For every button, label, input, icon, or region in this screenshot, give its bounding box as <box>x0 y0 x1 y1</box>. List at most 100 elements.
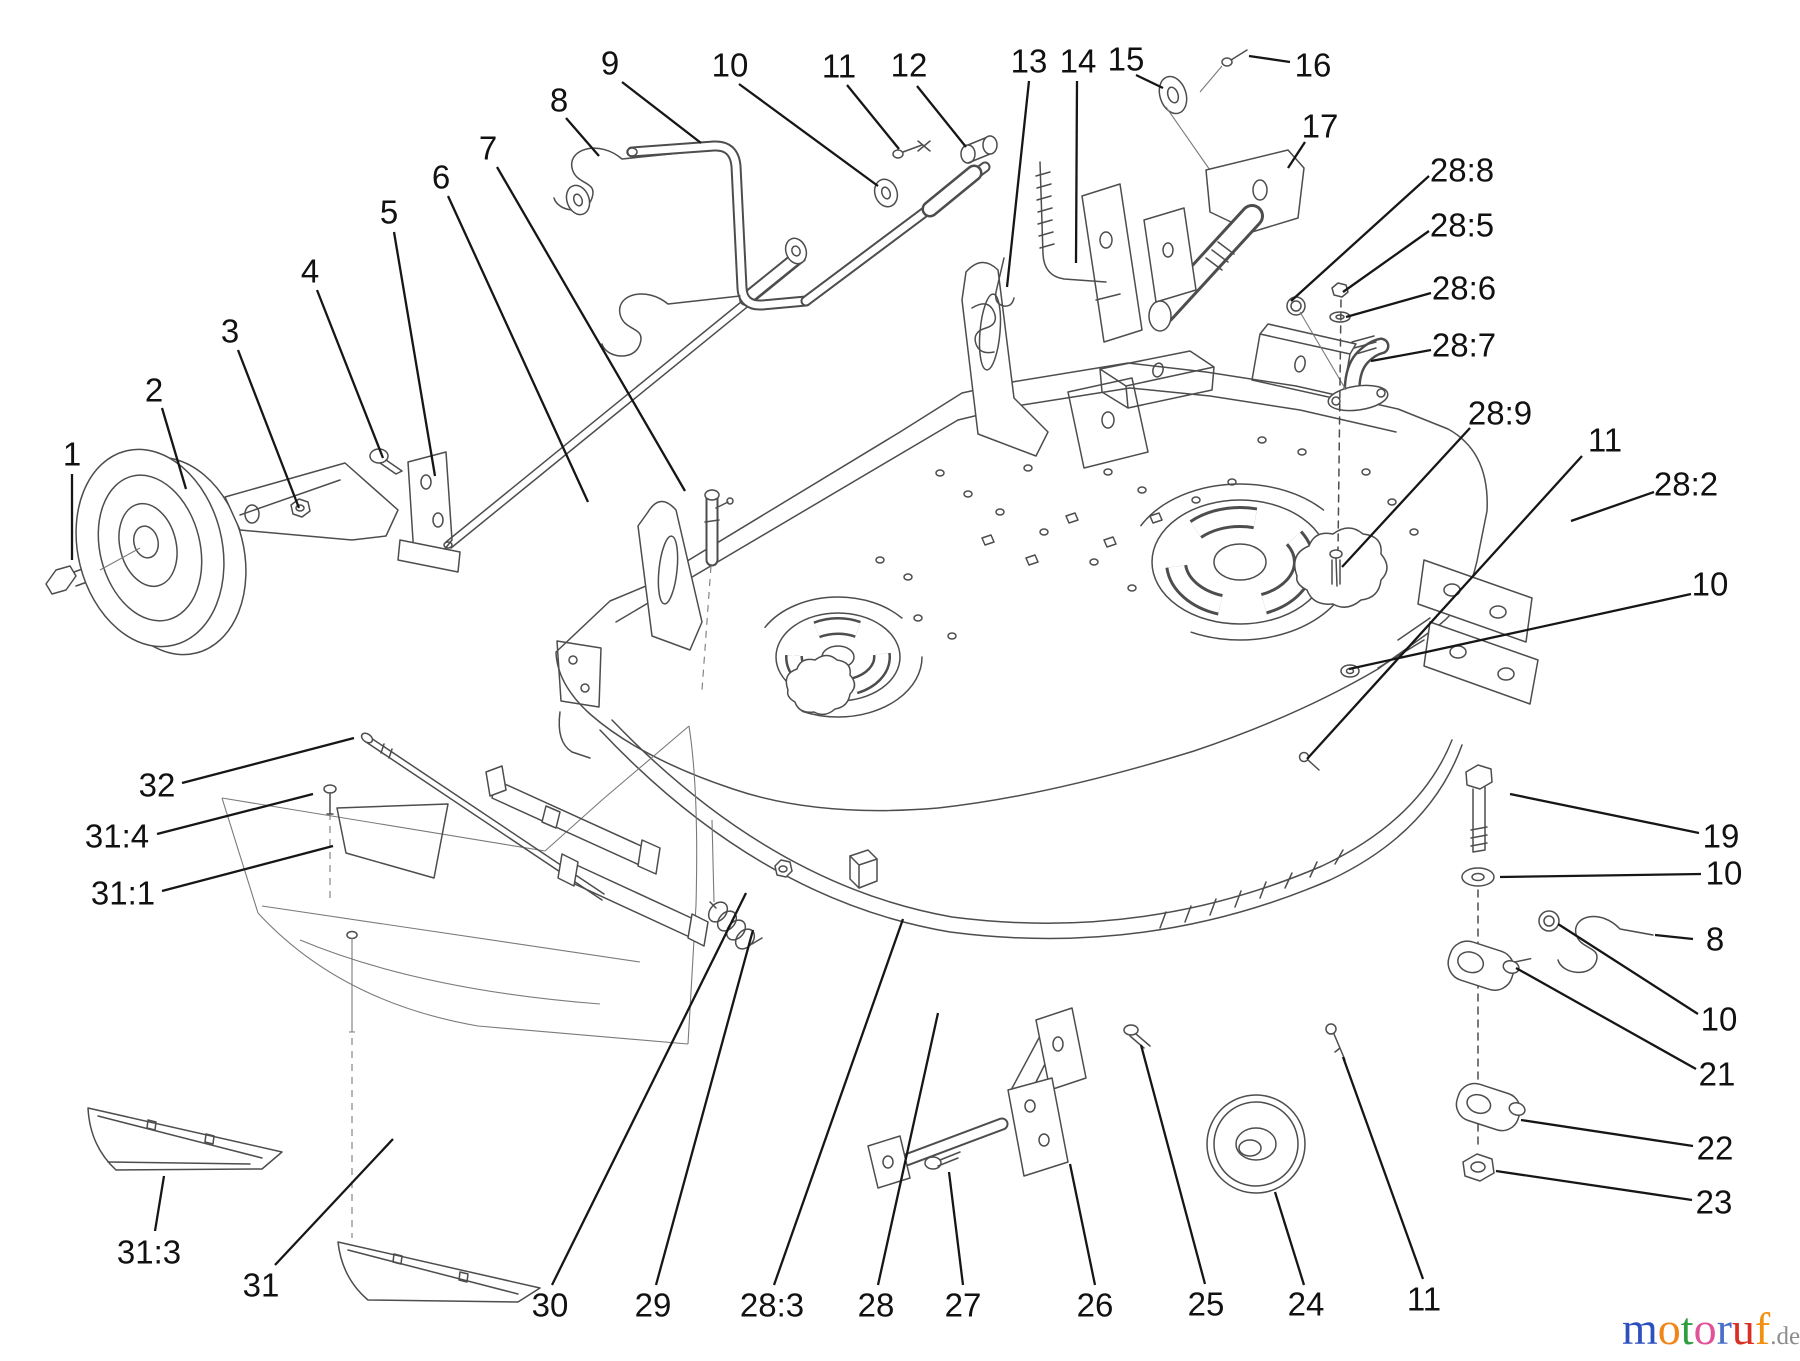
washer-10a <box>784 237 808 265</box>
plate-31-1 <box>336 803 449 879</box>
leader-3 <box>236 349 301 509</box>
washer-10b <box>873 178 899 208</box>
nut-3 <box>290 498 311 518</box>
callout-28-5: 28:5 <box>1429 206 1495 244</box>
hanger-plate-12 <box>1081 183 1143 343</box>
callout-8-top: 8 <box>549 81 569 119</box>
latch-28-3 <box>774 849 878 889</box>
leader-29 <box>654 929 755 1286</box>
gasket-cloud-left <box>785 654 856 716</box>
detent-pin <box>701 489 734 691</box>
callout-1: 1 <box>62 435 82 473</box>
logo-letter: m <box>1622 1303 1658 1354</box>
leader-19 <box>1509 792 1700 835</box>
callout-29: 29 <box>634 1286 672 1324</box>
skid-31-3 <box>87 1107 283 1171</box>
leader-23 <box>1495 1169 1693 1202</box>
lift-bracket-center <box>637 500 703 651</box>
callout-11-top: 11 <box>821 47 857 85</box>
callout-6: 6 <box>431 158 451 196</box>
screw-11a <box>892 140 931 159</box>
callout-11-right: 11 <box>1587 421 1623 459</box>
logo-letter: t <box>1680 1303 1694 1354</box>
leader-11-top <box>846 84 900 150</box>
logo-suffix: .de <box>1770 1323 1800 1350</box>
wheel-2 <box>75 448 247 656</box>
callout-9: 9 <box>600 44 620 82</box>
washer-10-mid <box>1461 867 1495 887</box>
watermark-logo: motoruf.de <box>1622 1306 1800 1352</box>
spindle-boss-left <box>753 596 923 718</box>
callout-21: 21 <box>1698 1055 1736 1093</box>
callout-2: 2 <box>144 371 164 409</box>
ring-10-lower <box>1538 910 1560 932</box>
callout-13: 13 <box>1010 42 1048 80</box>
lift-bracket-front <box>961 261 1049 457</box>
leader-21 <box>1515 966 1697 1071</box>
callout-5: 5 <box>379 193 399 231</box>
washer-9 <box>565 184 591 216</box>
callout-10-top: 10 <box>711 46 749 84</box>
leader-9 <box>621 81 702 144</box>
callout-3: 3 <box>220 312 240 350</box>
spring-29 <box>707 819 763 950</box>
skid-bolt <box>346 930 358 1033</box>
callout-28-8: 28:8 <box>1429 151 1495 189</box>
logo-word: motoruf <box>1622 1303 1770 1354</box>
pulley-24 <box>1206 1094 1306 1194</box>
leader-13 <box>1005 80 1031 288</box>
callout-4: 4 <box>300 252 320 290</box>
leader-8-right <box>1654 933 1694 941</box>
washout-fitting <box>1286 282 1390 551</box>
leader-31-3 <box>153 1175 166 1232</box>
leader-31-4 <box>156 792 314 836</box>
front-lift-linkage <box>553 49 1305 357</box>
callout-27: 27 <box>944 1286 982 1324</box>
leader-24 <box>1273 1191 1306 1286</box>
eyebolt-lug-22 <box>1455 1082 1526 1132</box>
callout-31-3: 31:3 <box>116 1233 182 1271</box>
callout-28-7: 28:7 <box>1431 326 1497 364</box>
leader-27 <box>947 1171 965 1286</box>
screw-16 <box>1199 49 1248 93</box>
idler-arm-26 <box>867 1117 1009 1189</box>
leader-16 <box>1248 54 1291 64</box>
leader-28-6 <box>1345 291 1432 319</box>
leader-10-upper-right <box>1348 592 1692 671</box>
callout-8-right: 8 <box>1705 920 1725 958</box>
callout-17: 17 <box>1301 107 1339 145</box>
leader-10-lower-right <box>1557 923 1699 1015</box>
logo-letter: o <box>1657 1303 1681 1354</box>
baffle-sheet <box>221 725 698 1045</box>
eyebolt-lug-21 <box>1447 940 1532 991</box>
callout-31-1: 31:1 <box>90 874 156 912</box>
logo-letter: u <box>1731 1303 1755 1354</box>
callout-25: 25 <box>1187 1285 1225 1323</box>
callout-28-3: 28:3 <box>739 1286 805 1324</box>
callout-26: 26 <box>1076 1286 1114 1324</box>
lift-arm-17 <box>1143 149 1305 332</box>
skid-31 <box>337 1241 541 1303</box>
deck-holes <box>875 436 1419 640</box>
bracket-5 <box>397 451 461 573</box>
leader-7 <box>496 166 686 492</box>
logo-letter: o <box>1693 1303 1717 1354</box>
bolt-31-4 <box>323 784 337 815</box>
leader-6 <box>446 195 590 503</box>
leader-26 <box>1068 1163 1097 1286</box>
callout-14: 14 <box>1059 42 1097 80</box>
callout-30: 30 <box>531 1286 569 1324</box>
idler-plate <box>1007 1077 1069 1177</box>
leader-28-9 <box>1341 427 1471 568</box>
callout-10-lower-right: 10 <box>1700 1000 1738 1038</box>
washer-15 <box>1158 75 1213 174</box>
callout-28: 28 <box>857 1286 895 1324</box>
logo-letter: f <box>1754 1303 1771 1354</box>
skirt-hatching <box>1159 849 1344 929</box>
leader-11-bottom <box>1341 1056 1425 1280</box>
baffle-rail-30 <box>485 765 709 947</box>
gasket-screw <box>1329 549 1343 587</box>
leader-4 <box>315 289 385 459</box>
